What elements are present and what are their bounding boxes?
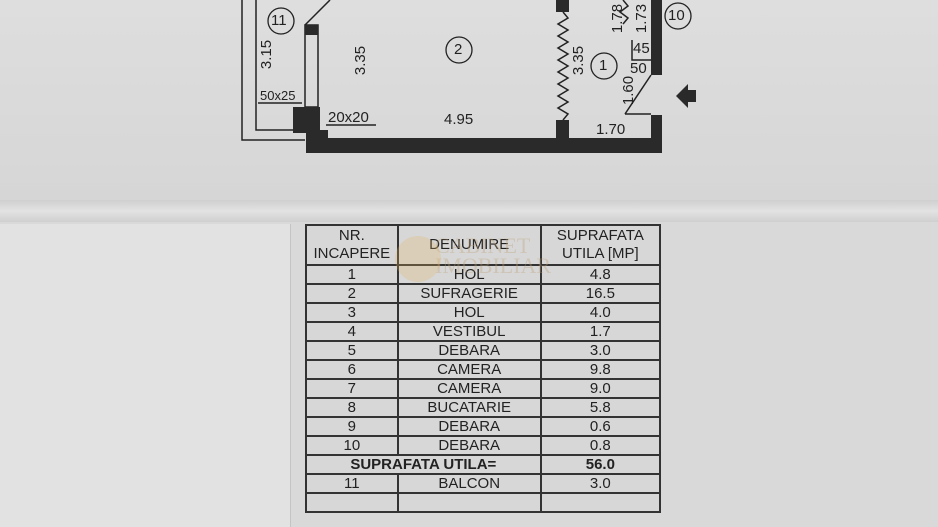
room-name: HOL bbox=[396, 302, 542, 323]
room-name: CAMERA bbox=[396, 359, 542, 380]
room-area: 9.0 bbox=[539, 378, 662, 399]
paper-fold bbox=[0, 200, 938, 222]
room-name: DEBARA bbox=[396, 416, 542, 437]
room-number: 5 bbox=[305, 340, 399, 361]
plan-sheet bbox=[0, 0, 938, 200]
room-number: 11 bbox=[305, 473, 399, 494]
arrow-left-icon bbox=[676, 84, 696, 108]
outer-balcony-line bbox=[241, 0, 305, 141]
total-label: SUPRAFATA UTILA= bbox=[305, 454, 542, 475]
room-number: 4 bbox=[305, 321, 399, 342]
total-value: 56.0 bbox=[539, 454, 662, 475]
room-name: BUCATARIE bbox=[396, 397, 542, 418]
room-area: 4.8 bbox=[539, 264, 662, 285]
door-swing-line bbox=[304, 0, 331, 26]
room-area: 3.0 bbox=[539, 340, 662, 361]
room-number: 1 bbox=[305, 264, 399, 285]
room-area: 5.8 bbox=[539, 397, 662, 418]
room-name: DEBARA bbox=[396, 435, 542, 456]
dim-label: 20x20 bbox=[328, 109, 369, 126]
floor-plan-drawing bbox=[241, 0, 696, 153]
room-area: 3.0 bbox=[539, 473, 662, 494]
table-row-partial bbox=[305, 492, 662, 513]
dim-label: 1.70 bbox=[596, 121, 626, 138]
dim-label: 1.60 bbox=[620, 75, 638, 106]
room-number: 6 bbox=[305, 359, 399, 380]
room-marker-1: 1 bbox=[599, 57, 608, 74]
room-name: VESTIBUL bbox=[396, 321, 542, 342]
room-number: 3 bbox=[305, 302, 399, 323]
room-area: 1.7 bbox=[539, 321, 662, 342]
room-name: HOL bbox=[396, 264, 542, 285]
header-nr: NR. INCAPERE bbox=[305, 224, 399, 266]
total-row: SUPRAFATA UTILA= 56.0 bbox=[305, 454, 662, 475]
blank-sheet bbox=[0, 224, 291, 527]
room-number: 8 bbox=[305, 397, 399, 418]
dim-label: 3.15 bbox=[258, 39, 276, 70]
wall-segment bbox=[304, 24, 319, 108]
room-number: 7 bbox=[305, 378, 399, 399]
room-name: SUFRAGERIE bbox=[396, 283, 542, 304]
room-area: 0.6 bbox=[539, 416, 662, 437]
room-number: 2 bbox=[305, 283, 399, 304]
right-wall bbox=[651, 0, 662, 75]
dim-label: 1.78 bbox=[609, 3, 627, 34]
room-marker-10: 10 bbox=[668, 7, 685, 24]
rooms-table: NR. INCAPERE DENUMIRE SUPRAFATA UTILA [M… bbox=[305, 224, 662, 513]
header-area: SUPRAFATA UTILA [MP] bbox=[539, 224, 662, 266]
dim-label: 3.35 bbox=[352, 45, 370, 76]
header-name: DENUMIRE bbox=[396, 224, 542, 266]
room-area: 16.5 bbox=[539, 283, 662, 304]
room-marker-11: 11 bbox=[271, 12, 287, 29]
dim-label: 1.73 bbox=[633, 3, 651, 34]
room-area: 9.8 bbox=[539, 359, 662, 380]
room-name: DEBARA bbox=[396, 340, 542, 361]
room-name: CAMERA bbox=[396, 378, 542, 399]
zigzag-small bbox=[618, 0, 630, 25]
dim-label: 4.95 bbox=[444, 111, 474, 128]
room-area: 4.0 bbox=[539, 302, 662, 323]
zigzag-partition bbox=[556, 11, 570, 121]
table-row: 11 BALCON 3.0 bbox=[305, 473, 662, 494]
inner-balcony-line bbox=[255, 0, 293, 131]
room-number: 9 bbox=[305, 416, 399, 437]
room-marker-2: 2 bbox=[454, 41, 463, 58]
table-header: NR. INCAPERE DENUMIRE SUPRAFATA UTILA [M… bbox=[305, 224, 662, 266]
dim-label: 3.35 bbox=[570, 45, 588, 76]
dim-label: 50 bbox=[630, 60, 647, 77]
exterior-wall bbox=[306, 138, 662, 153]
room-number: 10 bbox=[305, 435, 399, 456]
dim-label: 50x25 bbox=[260, 88, 296, 103]
room-name: BALCON bbox=[396, 473, 542, 494]
room-area: 0.8 bbox=[539, 435, 662, 456]
dim-label: 45 bbox=[633, 40, 650, 57]
